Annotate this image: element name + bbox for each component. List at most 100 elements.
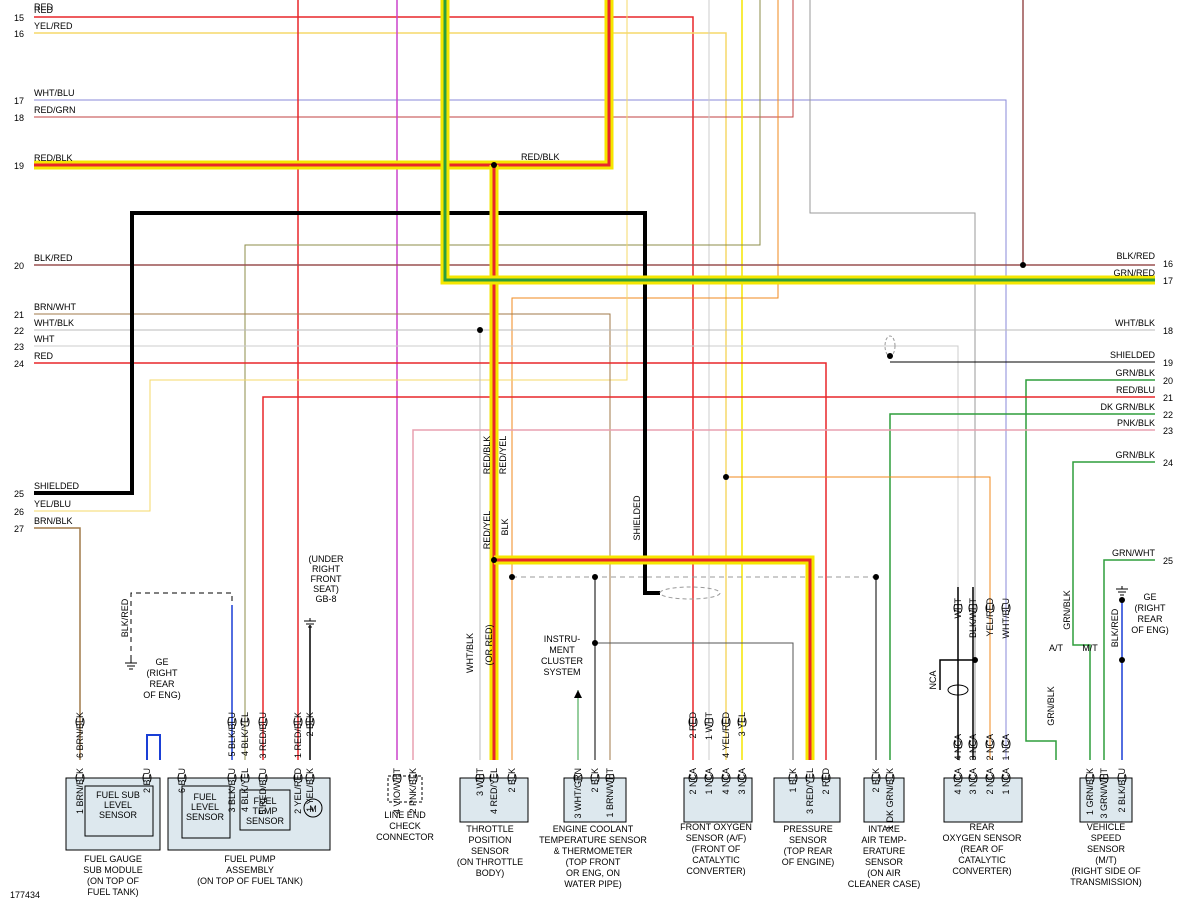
splice-dot [592, 640, 598, 646]
fuel-sub-pin: 1 BRN/BLK [75, 768, 85, 814]
left-wire-number: 15 [14, 13, 24, 23]
left-wire-color: RED [34, 5, 54, 15]
label-ground-right: GE [1143, 592, 1156, 602]
connector-mark [985, 603, 995, 613]
splice-dot [972, 657, 978, 663]
wire-ground-dashed [130, 592, 233, 660]
fuel-pump-upper-pin: 2 BLK [305, 712, 315, 737]
fuel-sub-module-box [65, 777, 161, 851]
right-wire-color: DK GRN/BLK [1100, 402, 1155, 412]
iat-caption: SENSOR [865, 857, 904, 867]
rear-o2-pin: 2 NCA [985, 768, 995, 795]
right-wire-color: GRN/BLK [1115, 368, 1155, 378]
wire-r24-grnblk [1072, 461, 1155, 760]
fuel-sub-inner-label: LEVEL [104, 800, 132, 810]
connector-mark [240, 773, 250, 783]
tps-caption: SENSOR [471, 846, 510, 856]
rear-o2-caption: CATALYTIC [958, 855, 1006, 865]
front-o2-upper-pin: 4 YEL/RED [721, 712, 731, 758]
label-shielded-vertical: SHIELDED [632, 495, 642, 541]
connector-mark [489, 773, 499, 783]
wire-19-redblk-halo [34, 0, 614, 170]
label-under-seat: FRONT [311, 574, 342, 584]
left-wire-number: 23 [14, 342, 24, 352]
rear-o2-pin: 4 NCA [953, 768, 963, 795]
connector-mark [227, 773, 237, 783]
tps-caption: (ON THROTTLE [457, 857, 523, 867]
iat-box [863, 777, 905, 823]
label-blkred-right: BLK/RED [1110, 608, 1120, 647]
left-wire-color: BLK/RED [34, 253, 73, 263]
connector-mark [885, 773, 895, 783]
ect-caption: OR ENG, ON [566, 868, 620, 878]
right-wire-color: GRN/BLK [1115, 450, 1155, 460]
iat-caption: (ON AIR [867, 868, 901, 878]
left-wire-number: 19 [14, 161, 24, 171]
pressure-caption: OF ENGINE) [782, 857, 835, 867]
wire-r20-grnblk [1025, 379, 1155, 760]
connector-mark [305, 717, 315, 727]
splice-dot [1119, 597, 1125, 603]
label-at: A/T [1049, 643, 1064, 653]
connector-mark [953, 603, 963, 613]
front-o2-caption: CATALYTIC [692, 855, 740, 865]
line-end-caption: CHECK [389, 821, 421, 831]
fuel-pump-pin: 5 RED/BLU [258, 768, 268, 815]
label-ground-right: OF ENG) [1131, 625, 1169, 635]
label-under-seat: GB-8 [315, 594, 336, 604]
component-layer [65, 775, 1133, 851]
ect-caption: & THERMOMETER [554, 846, 633, 856]
label-instrument-cluster: CLUSTER [541, 656, 584, 666]
connector-mark [688, 717, 698, 727]
vss-caption: SPEED [1091, 833, 1122, 843]
pressure-box [773, 777, 841, 823]
ground-icon [304, 618, 316, 628]
iat-caption: ERATURE [863, 846, 905, 856]
wire-blkyel [244, 0, 761, 760]
left-wire-number: 18 [14, 113, 24, 123]
left-wire-number: 24 [14, 359, 24, 369]
wire-17-grnred-halo [440, 0, 1155, 285]
front-o2-upper-pin: 2 RED [688, 712, 698, 739]
rear-o2-loop [947, 684, 969, 696]
motor-icon [303, 798, 323, 818]
right-wire-number: 18 [1163, 326, 1173, 336]
label-ground-left: GE [155, 657, 168, 667]
fuel-pump-upper-pin: 3 RED/BLU [258, 712, 268, 759]
left-wire-color: BRN/BLK [34, 516, 73, 526]
pressure-pin: 3 RED/YEL [805, 768, 815, 814]
fuel-sub-upper-pin: 6 BRN/BLK [75, 712, 85, 758]
connector-mark [305, 773, 315, 783]
connector-mark [688, 773, 698, 783]
fuel-pump-upper-pin: 1 RED/BLK [293, 712, 303, 758]
fuel-pump-upper-pin: 5 BLK/BLU [227, 712, 237, 757]
connector-mark [968, 773, 978, 783]
connector-mark [1001, 739, 1011, 749]
vss-caption: (M/T) [1095, 855, 1117, 865]
wire-19-redblk [34, 0, 611, 167]
fuel-sub-caption: FUEL GAUGE [84, 854, 142, 864]
connector-mark [408, 773, 418, 783]
connector-mark [142, 773, 152, 783]
vss-pin: 2 BLK/BLU [1117, 768, 1127, 813]
pressure-caption: (TOP REAR [784, 846, 833, 856]
fuel-temp-label: FUEL [253, 796, 276, 806]
left-wire-color: RED/GRN [34, 105, 76, 115]
label-tps-blk: BLK [500, 518, 510, 535]
right-wire-color: RED/BLU [1116, 385, 1155, 395]
front-o2-caption: (FRONT OF [692, 844, 741, 854]
ect-pin: 1 BRN/WHT [605, 767, 615, 817]
connector-mark [737, 773, 747, 783]
rear-o2-mid-pin: 1 NCA [1001, 734, 1011, 761]
connector-mark [392, 773, 402, 783]
right-wire-number: 16 [1163, 259, 1173, 269]
fuel-pump-upper-pin: 4 BLK/YEL [240, 712, 250, 756]
motor-label: M [309, 804, 317, 814]
pressure-caption: PRESSURE [783, 824, 833, 834]
ect-caption: ENGINE COOLANT [553, 824, 634, 834]
connector-mark [805, 773, 815, 783]
left-wire-number: 21 [14, 310, 24, 320]
label-ground-right: REAR [1137, 614, 1163, 624]
wire-rear-nca-loop [939, 659, 975, 690]
fuel-sub-caption: (ON TOP OF [87, 876, 140, 886]
